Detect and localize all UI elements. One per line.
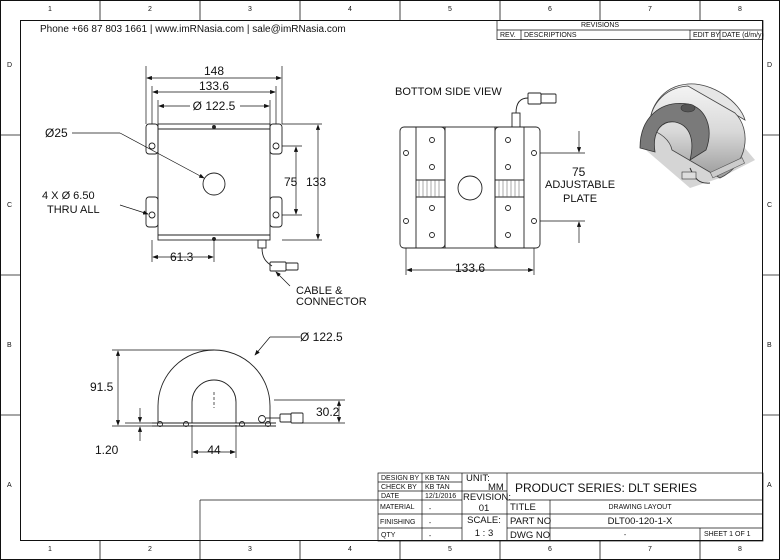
dim-front-dia-122-5: Ø 122.5 bbox=[300, 330, 343, 344]
zone-row-b-left: B bbox=[7, 342, 12, 349]
dim-75: 75 bbox=[284, 175, 298, 189]
rev-col-descriptions: DESCRIPTIONS bbox=[524, 32, 577, 39]
bottom-fins bbox=[418, 180, 520, 197]
zone-col-3-bottom: 3 bbox=[248, 546, 252, 553]
isometric-view bbox=[639, 83, 755, 188]
contact-line: Phone +66 87 803 1661 | www.imRNasia.com… bbox=[40, 24, 346, 35]
check-by-label: CHECK BY bbox=[381, 484, 417, 491]
title-block bbox=[199, 472, 764, 542]
front-view-dimensions bbox=[112, 336, 345, 458]
material-label: MATERIAL bbox=[380, 504, 415, 511]
cable-note-line2: CONNECTOR bbox=[296, 296, 367, 308]
zone-col-7-bottom: 7 bbox=[648, 546, 652, 553]
dim-bottom-133-6: 133.6 bbox=[454, 261, 486, 275]
zone-col-4-top: 4 bbox=[348, 6, 352, 13]
cable-note-line1: CABLE & bbox=[296, 285, 343, 297]
zone-row-c-right: C bbox=[767, 202, 773, 209]
rev-col-rev: REV. bbox=[500, 32, 516, 39]
holes-note-line1: 4 X Ø 6.50 bbox=[42, 190, 95, 202]
date-label: DATE bbox=[381, 493, 400, 500]
dwg-no-value: - bbox=[623, 532, 627, 539]
design-by-value: KB TAN bbox=[425, 475, 450, 482]
title-label: TITLE bbox=[510, 502, 536, 513]
product-series: PRODUCT SERIES: DLT SERIES bbox=[515, 481, 698, 495]
dim-dia-122-5: Ø 122.5 bbox=[192, 99, 236, 113]
dim-133: 133 bbox=[306, 175, 327, 189]
zone-row-d-right: D bbox=[767, 62, 773, 69]
dim-44: 44 bbox=[207, 443, 221, 457]
unit-label: UNIT: bbox=[466, 473, 490, 484]
zone-row-d-left: D bbox=[7, 62, 13, 69]
sheet-number: SHEET 1 OF 1 bbox=[704, 531, 751, 538]
dim-30-2: 30.2 bbox=[316, 405, 340, 419]
dim-1-20: 1.20 bbox=[95, 443, 119, 457]
zone-col-8-top: 8 bbox=[738, 6, 742, 13]
zone-col-2-top: 2 bbox=[148, 6, 152, 13]
unit-value: MM bbox=[488, 482, 504, 493]
date-value: 12/1/2016 bbox=[425, 493, 457, 500]
revision-label: REVISION: bbox=[463, 492, 512, 503]
adjustable-note-line1: ADJUSTABLE bbox=[545, 179, 616, 191]
zone-row-c-left: C bbox=[7, 202, 13, 209]
zone-col-3-top: 3 bbox=[248, 6, 252, 13]
zone-col-1-bottom: 1 bbox=[48, 546, 52, 553]
bottom-side-view-title: BOTTOM SIDE VIEW bbox=[395, 86, 502, 98]
zone-col-6-bottom: 6 bbox=[548, 546, 552, 553]
zone-col-6-top: 6 bbox=[548, 6, 552, 13]
part-no-value: DLT00-120-1-X bbox=[607, 516, 673, 527]
material-value: - bbox=[428, 506, 432, 513]
zone-col-8-bottom: 8 bbox=[738, 546, 742, 553]
revisions-table bbox=[496, 20, 764, 40]
bottom-view-dimensions bbox=[405, 131, 585, 275]
revisions-title: REVISIONS bbox=[580, 22, 620, 29]
zone-row-b-right: B bbox=[767, 342, 772, 349]
zone-row-a-left: A bbox=[7, 482, 12, 489]
top-view-dimensions bbox=[72, 66, 322, 287]
rev-col-date: DATE (d/m/y) bbox=[722, 32, 764, 39]
zone-col-4-bottom: 4 bbox=[348, 546, 352, 553]
zone-col-5-bottom: 5 bbox=[448, 546, 452, 553]
adjustable-note-line2: PLATE bbox=[563, 193, 598, 205]
dwg-no-label: DWG NO bbox=[510, 530, 551, 541]
zone-col-1-top: 1 bbox=[48, 6, 52, 13]
finishing-label: FINISHING bbox=[380, 519, 416, 526]
front-view bbox=[152, 349, 304, 427]
qty-value: - bbox=[428, 533, 432, 540]
top-view bbox=[145, 123, 299, 272]
design-by-label: DESIGN BY bbox=[381, 475, 420, 482]
dim-61-3: 61.3 bbox=[170, 250, 194, 264]
scale-label: SCALE: bbox=[467, 515, 501, 526]
zone-row-a-right: A bbox=[767, 482, 772, 489]
finishing-value: - bbox=[428, 520, 432, 527]
dim-91-5: 91.5 bbox=[90, 380, 114, 394]
check-by-value: KB TAN bbox=[425, 484, 450, 491]
dim-148: 148 bbox=[203, 64, 225, 78]
qty-label: QTY bbox=[381, 532, 396, 539]
dim-adj-75: 75 bbox=[572, 165, 586, 179]
zone-col-2-bottom: 2 bbox=[148, 546, 152, 553]
bottom-side-view bbox=[399, 92, 557, 249]
zone-col-5-top: 5 bbox=[448, 6, 452, 13]
title-value: DRAWING LAYOUT bbox=[608, 504, 672, 511]
holes-note-line2: THRU ALL bbox=[47, 204, 100, 216]
rev-col-edit-by: EDIT BY bbox=[693, 32, 721, 39]
revision-value: 01 bbox=[478, 503, 490, 514]
zone-col-7-top: 7 bbox=[648, 6, 652, 13]
part-no-label: PART NO bbox=[510, 516, 552, 527]
dim-133-6: 133.6 bbox=[198, 79, 230, 93]
dim-dia-25: Ø25 bbox=[45, 126, 68, 140]
scale-value: 1 : 3 bbox=[474, 528, 494, 539]
